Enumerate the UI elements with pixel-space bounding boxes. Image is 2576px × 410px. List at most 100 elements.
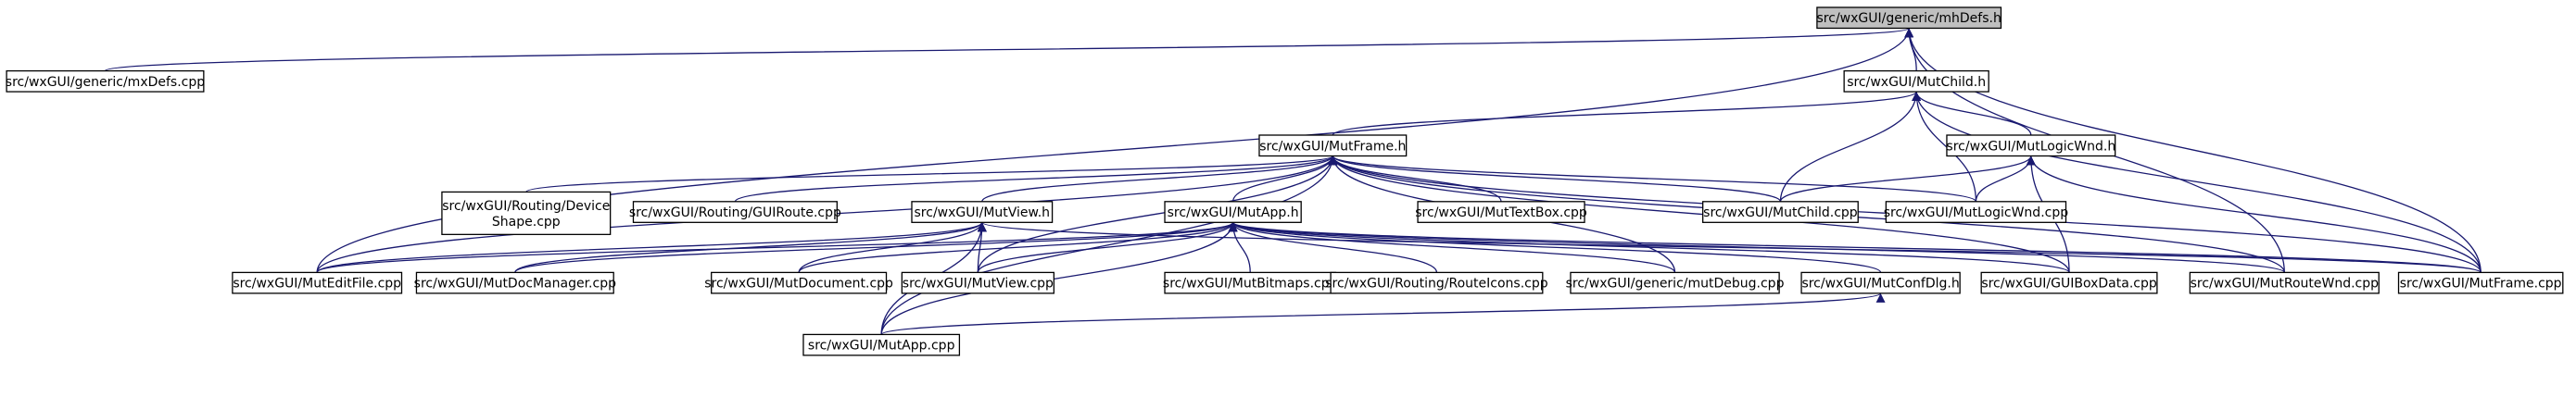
edge-mutedit-to-mutapp_h [316,221,1238,273]
node-box [1800,271,1961,294]
edge-mutframe_cpp-to-mutlogicwnd_h [2026,155,2481,273]
edge-mutroutewnd-to-mutapp_h [1229,221,2285,273]
edge-mutedit-to-mhdefs [316,28,1914,273]
edge-mutframe_cpp-to-mutapp_h [1229,221,2481,273]
node-box [415,271,614,294]
edge-deviceshape-to-mutframe_h [525,155,1337,193]
edge-mutapp_cpp-to-mutframe_h [880,155,1338,335]
node-label: src/wxGUI/MutConfDlg.h [1801,277,1959,292]
node-mutbitmaps[interactable]: src/wxGUI/MutBitmaps.cpp [1163,271,1338,294]
node-label: src/wxGUI/GUIBoxData.cpp [1981,277,2157,292]
node-mutchild_cpp[interactable]: src/wxGUI/MutChild.cpp [1702,201,1859,223]
edge-mutchild_cpp-to-mutchild_h [1779,92,1922,202]
node-muttextbox[interactable]: src/wxGUI/MutTextBox.cpp [1415,201,1587,223]
node-box [1946,134,2116,157]
edge-mutview_cpp-to-mutframe_h [977,155,1338,273]
node-box [232,271,403,294]
node-box [802,333,961,356]
node-label: src/wxGUI/MutFrame.cpp [2400,277,2562,292]
node-mutlogicwnd_h[interactable]: src/wxGUI/MutLogicWnd.h [1946,134,2116,157]
node-mutapp_h[interactable]: src/wxGUI/MutApp.h [1164,201,1302,223]
node-label: src/wxGUI/MutApp.cpp [808,339,955,354]
node-label: src/wxGUI/Routing/Device [442,199,610,214]
edge-mxdefs-to-mhdefs [104,27,1913,72]
node-guiroute[interactable]: src/wxGUI/Routing/GUIRoute.cpp [629,201,841,223]
node-label: src/wxGUI/Routing/RouteIcons.cpp [1325,277,1547,292]
node-box [1885,201,2067,223]
edge-mutconfdlg-to-mutapp_h [1228,221,1882,273]
node-mutlogicwnd_cpp[interactable]: src/wxGUI/MutLogicWnd.cpp [1884,201,2069,223]
node-mutroutewnd[interactable]: src/wxGUI/MutRouteWnd.cpp [2189,271,2380,294]
node-box [1843,69,1989,93]
edge-mutview_cpp-to-mutapp_h [977,222,1238,273]
node-mutedit[interactable]: src/wxGUI/MutEditFile.cpp [232,271,403,294]
node-mutconfdlg[interactable]: src/wxGUI/MutConfDlg.h [1800,271,1961,294]
node-box [1702,201,1859,223]
node-label: src/wxGUI/generic/mxDefs.cpp [6,75,205,90]
edge-mutview_h-to-mutframe_h [981,155,1338,203]
node-label: src/wxGUI/MutTextBox.cpp [1415,205,1587,220]
node-guiboxdata[interactable]: src/wxGUI/GUIBoxData.cpp [1980,271,2158,294]
node-label: src/wxGUI/MutDocManager.cpp [414,277,616,292]
node-box [632,201,838,223]
edge-mutapp_cpp-to-mutapp_h [880,222,1238,335]
node-box [911,201,1054,223]
node-label: Shape.cpp [492,215,561,230]
node-mutdocmgr[interactable]: src/wxGUI/MutDocManager.cpp [414,271,616,294]
node-box [1816,6,2002,30]
node-box [1417,201,1585,223]
node-mxdefs[interactable]: src/wxGUI/generic/mxDefs.cpp [6,69,205,93]
node-label: src/wxGUI/Routing/GUIRoute.cpp [629,205,841,220]
node-label: src/wxGUI/MutView.cpp [903,277,1054,292]
node-mutdebug[interactable]: src/wxGUI/generic/mutDebug.cpp [1566,271,1785,294]
node-box [1980,271,2158,294]
edge-mutframe_cpp-to-mutview_h [978,221,2481,273]
node-box [1330,271,1544,294]
edge-mutlogicwnd_cpp-to-mutframe_h [1328,155,1977,203]
node-mutview_cpp[interactable]: src/wxGUI/MutView.cpp [901,271,1055,294]
edge-mutlogicwnd_cpp-to-mutchild_h [1912,92,1977,202]
node-mhdefs[interactable]: src/wxGUI/generic/mhDefs.h [1816,6,2002,30]
node-label: src/wxGUI/MutLogicWnd.h [1946,139,2115,154]
node-label: src/wxGUI/generic/mhDefs.h [1817,11,2001,26]
edge-mutdocument-to-mutapp_h [798,221,1238,273]
node-box [1164,201,1302,223]
node-box [1570,271,1780,294]
edge-routeicons-to-mutapp_h [1228,222,1438,273]
edge-mutframe_cpp-to-mutchild_h [1912,92,2481,273]
edge-mutapp_cpp-to-mutconfdlg [880,292,1886,336]
edge-mutchild_cpp-to-mutlogicwnd_h [1779,155,2036,203]
node-box [901,271,1055,294]
node-mutdocument[interactable]: src/wxGUI/MutDocument.cpp [704,271,893,294]
node-label: src/wxGUI/MutBitmaps.cpp [1163,277,1338,292]
node-box [2189,271,2380,294]
edge-mutframe_h-to-mutchild_h [1332,91,1921,136]
node-label: src/wxGUI/MutLogicWnd.cpp [1884,205,2069,220]
edge-guiroute-to-mutframe_h [734,155,1338,203]
node-box [2397,271,2564,294]
node-box [6,69,205,93]
node-mutapp_cpp[interactable]: src/wxGUI/MutApp.cpp [802,333,961,356]
edge-mutchild_cpp-to-mutframe_h [1328,155,1782,203]
edge-mutdocmgr-to-mutview_h [514,221,987,273]
node-label: src/wxGUI/MutChild.cpp [1703,205,1858,220]
node-mutframe_h[interactable]: src/wxGUI/MutFrame.h [1258,134,1408,157]
node-label: src/wxGUI/MutChild.h [1847,75,1986,90]
node-mutframe_cpp[interactable]: src/wxGUI/MutFrame.cpp [2397,271,2564,294]
file-nodes: src/wxGUI/generic/mhDefs.h src/wxGUI/gene… [6,6,2564,356]
node-label: src/wxGUI/MutFrame.h [1259,139,1406,154]
node-mutview_h[interactable]: src/wxGUI/MutView.h [911,201,1054,223]
node-label: src/wxGUI/MutRouteWnd.cpp [2191,277,2380,292]
edge-guiboxdata-to-mutapp_h [1228,221,2070,273]
node-mutchild_h[interactable]: src/wxGUI/MutChild.h [1843,69,1989,93]
node-box [441,191,612,235]
node-label: src/wxGUI/MutApp.h [1168,205,1299,220]
node-label: src/wxGUI/MutEditFile.cpp [233,277,401,292]
node-box [1258,134,1408,157]
edge-mutedit-to-mutview_h [316,221,987,273]
edge-mutlogicwnd_h-to-mutchild_h [1912,91,2032,136]
node-routeicons[interactable]: src/wxGUI/Routing/RouteIcons.cpp [1325,271,1548,294]
node-label: src/wxGUI/MutView.h [915,205,1051,220]
